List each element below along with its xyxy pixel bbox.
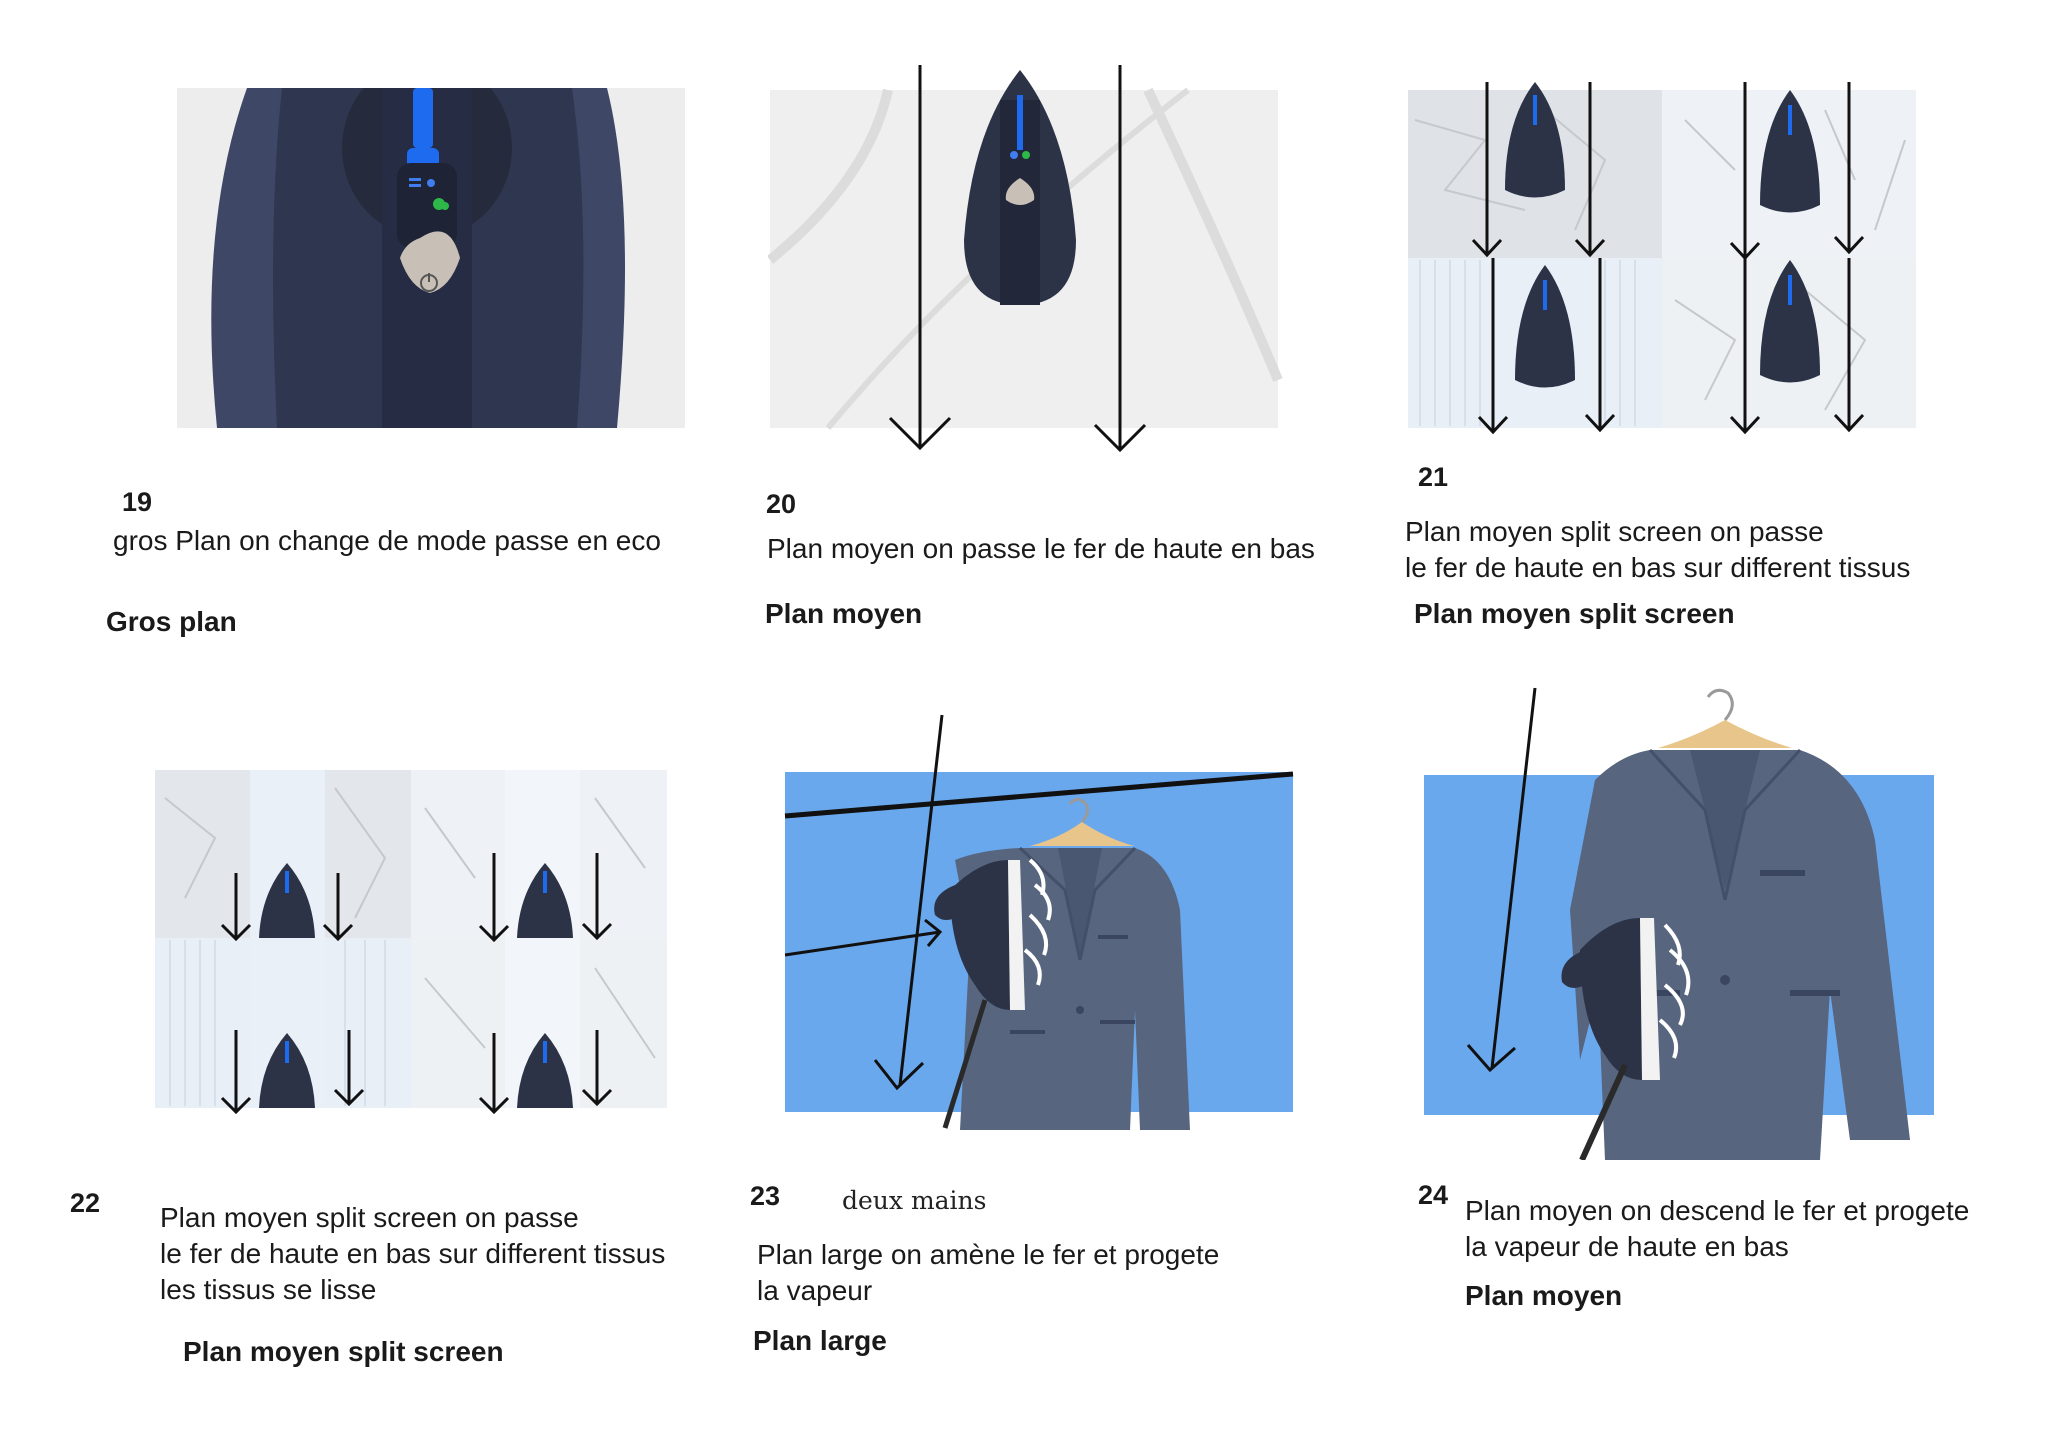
arrow-down-icon	[1729, 258, 1761, 435]
arrow-down-icon	[478, 1033, 510, 1115]
arrow-down-icon	[1471, 82, 1503, 258]
iron-medium-shot-illustration	[768, 65, 1283, 453]
arrow-down-icon	[220, 873, 252, 942]
storyboard-frame-21	[1405, 80, 1925, 440]
frame-description-line: Plan moyen on descend le fer et progete	[1465, 1195, 1970, 1226]
frame-number: 23	[750, 1181, 781, 1211]
steam-iron-icon	[259, 1033, 315, 1108]
steam-iron-icon	[517, 863, 573, 938]
frame-number: 21	[1418, 462, 1449, 492]
arrow-down-icon	[1833, 82, 1865, 255]
shot-type-label: Plan moyen split screen	[183, 1336, 504, 1367]
arrow-down-icon	[220, 1030, 252, 1115]
frame-number: 19	[122, 487, 153, 517]
storyboard-frame-24	[1420, 660, 1940, 1160]
frame-description-line: gros Plan on change de mode passe en eco	[113, 525, 661, 556]
split-screen-smoothing-illustration	[155, 770, 667, 1115]
frame-number: 20	[766, 489, 797, 519]
frame-description-line: les tissus se lisse	[160, 1274, 377, 1305]
frame-number: 22	[70, 1188, 101, 1218]
frame-description-line: la vapeur	[757, 1275, 873, 1306]
steam-iron-icon	[259, 863, 315, 938]
steam-iron-icon	[1760, 260, 1820, 383]
arrow-down-icon	[1477, 258, 1509, 435]
iron-closeup-illustration	[177, 88, 685, 428]
frame-note: deux mains	[842, 1186, 987, 1215]
jacket-wide-shot-illustration	[784, 714, 1294, 1130]
split-screen-illustration	[1408, 82, 1916, 435]
steam-iron-icon	[517, 1033, 573, 1108]
storyboard-frame-23	[780, 710, 1300, 1130]
frame-description-line: le fer de haute en bas sur different tis…	[1405, 552, 1911, 583]
jacket-medium-shot-illustration	[1424, 687, 1934, 1160]
frame-description-line: le fer de haute en bas sur different tis…	[160, 1238, 666, 1269]
hanger-icon	[1030, 797, 1134, 846]
steam-iron-icon	[1515, 265, 1575, 388]
arrow-down-icon	[333, 1030, 365, 1107]
arrow-down-icon	[1574, 82, 1606, 258]
frame-description-line: Plan large on amène le fer et progete	[757, 1239, 1220, 1270]
steam-iron-icon	[964, 70, 1076, 305]
storyboard-frame-22	[155, 768, 667, 1120]
arrow-down-icon	[322, 873, 354, 942]
arrow-down-icon	[1584, 258, 1616, 433]
shot-type-label: Plan large	[753, 1325, 887, 1356]
power-icon	[420, 273, 438, 292]
steam-iron-icon	[934, 860, 1025, 1129]
storyboard-frame-19	[177, 88, 685, 428]
steam-iron-icon	[1505, 82, 1565, 198]
hanger-icon	[1658, 688, 1792, 748]
arrow-down-icon	[873, 714, 944, 1091]
arrow-down-icon	[1833, 258, 1865, 433]
shot-type-label: Plan moyen	[765, 598, 923, 629]
shot-type-label: Plan moyen split screen	[1414, 598, 1735, 629]
arrow-down-icon	[478, 853, 510, 943]
frame-description-line: la vapeur de haute en bas	[1465, 1231, 1789, 1262]
steam-iron-icon	[1561, 918, 1660, 1160]
frame-description-line: Plan moyen split screen on passe	[1405, 516, 1824, 547]
arrow-down-icon	[581, 1030, 613, 1107]
arrow-down-icon	[1093, 65, 1147, 453]
arrow-down-icon	[888, 65, 952, 451]
arrow-down-icon	[1466, 687, 1537, 1073]
shot-type-label: Plan moyen	[1465, 1280, 1623, 1311]
frame-number: 24	[1418, 1180, 1449, 1210]
frame-description-line: Plan moyen split screen on passe	[160, 1202, 579, 1233]
arrow-down-icon	[581, 853, 613, 941]
steam-iron-icon	[1760, 90, 1820, 213]
eco-leaf-icon	[433, 198, 449, 210]
shot-type-label: Gros plan	[106, 606, 237, 637]
frame-description-line: Plan moyen on passe le fer de haute en b…	[767, 533, 1315, 564]
storyboard-frame-20	[768, 60, 1288, 460]
